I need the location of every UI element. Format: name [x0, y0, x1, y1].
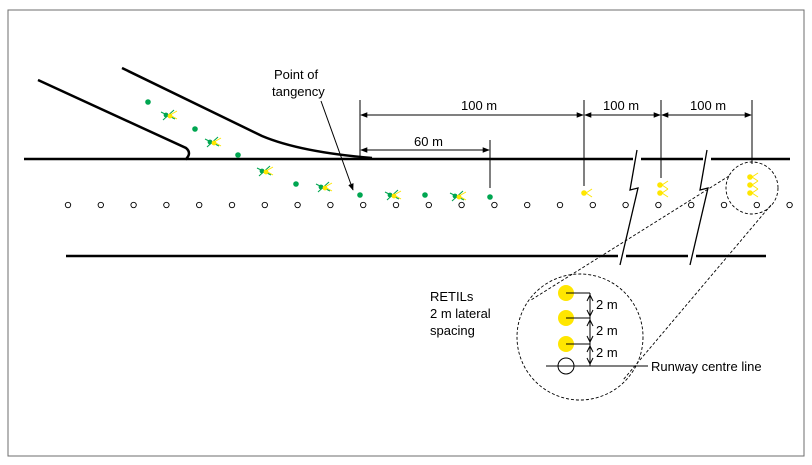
retil-light [657, 182, 663, 188]
centre-line-light [688, 201, 695, 209]
centre-line-light [622, 201, 629, 209]
centre-line-light [589, 201, 596, 209]
centre-line-light [392, 201, 400, 209]
detail-callout-large [516, 273, 644, 401]
green-light [422, 192, 428, 198]
retil-light [657, 190, 663, 196]
centre-line-light [64, 201, 72, 209]
lead-off-light [256, 165, 274, 177]
retil-detail [546, 285, 648, 375]
dim-label-100-a: 100 m [461, 98, 497, 113]
centre-line-light [196, 201, 203, 209]
runway-centre-line-label: Runway centre line [651, 359, 762, 374]
frame-border [7, 9, 805, 457]
centre-line-light [360, 201, 367, 209]
lead-off-yellow [263, 169, 269, 175]
green-light [145, 99, 151, 105]
centre-line-light [720, 201, 728, 209]
retil-light [747, 174, 753, 180]
lead-off-light [384, 189, 402, 201]
dim-label-100-b: 100 m [603, 98, 639, 113]
spacing-arrowheads [586, 293, 594, 366]
detail-tangent-upper [530, 175, 730, 301]
centre-line-light [655, 201, 662, 209]
green-light [487, 194, 493, 200]
taxiway-centre-lights [145, 99, 493, 200]
centre-line-lights [64, 201, 793, 209]
lead-off-yellow [391, 193, 397, 199]
lead-off-green [387, 192, 393, 198]
centre-line-light [327, 201, 334, 209]
centre-line-light [228, 201, 236, 209]
retil-group-1 [581, 188, 593, 198]
centre-line-light [97, 201, 104, 209]
green-light [235, 152, 241, 158]
lead-off-light [449, 190, 467, 202]
break-symbol-2 [689, 149, 709, 266]
tangency-label-line1: Point of [274, 67, 318, 82]
retil-beam [585, 188, 593, 198]
lead-off-yellow [211, 140, 217, 146]
retil-light [747, 190, 753, 196]
spacing-label-bottom: 2 m [596, 345, 618, 360]
dim-label-100-c: 100 m [690, 98, 726, 113]
centre-line-light [458, 201, 465, 209]
lead-off-yellow [167, 113, 173, 119]
spacing-label-top: 2 m [596, 297, 618, 312]
centre-line-light [425, 201, 432, 209]
taxiway-edge-right [121, 66, 373, 160]
lead-off-yellow [322, 185, 328, 191]
retil-group-2 [657, 180, 669, 198]
retil-light [581, 190, 587, 196]
centre-line-light [786, 201, 793, 209]
retil-beam [751, 172, 759, 198]
break-symbol-1 [619, 149, 639, 266]
dim-label-60: 60 m [414, 134, 443, 149]
green-light [293, 181, 299, 187]
lead-off-green [259, 168, 265, 174]
centre-line-light [524, 201, 531, 209]
green-light [192, 126, 198, 132]
lead-off-green [163, 112, 169, 118]
lead-off-light [160, 109, 178, 121]
centre-line-light [261, 201, 268, 209]
lead-off-green [318, 184, 324, 190]
centre-line-light [491, 201, 498, 209]
centre-line-light [753, 201, 760, 209]
retil-beam [661, 180, 669, 198]
centre-line-light [163, 201, 170, 209]
lead-off-green [452, 193, 458, 199]
tangency-label-line2: tangency [272, 84, 325, 99]
detail-tangent-lower [622, 204, 772, 381]
lead-off-light-symbols [160, 109, 467, 202]
retils-label-line2: 2 m lateral [430, 306, 491, 321]
retils-label-line3: spacing [430, 323, 475, 338]
spacing-label-mid: 2 m [596, 323, 618, 338]
lead-off-light [204, 136, 222, 148]
retil-light [747, 182, 753, 188]
retils-label-line1: RETILs [430, 289, 474, 304]
lead-off-light [315, 181, 333, 193]
centre-line-light [556, 201, 564, 209]
green-light [357, 192, 363, 198]
retil-group-3 [747, 172, 759, 198]
lead-off-green [207, 139, 213, 145]
lead-off-yellow [456, 194, 462, 200]
centre-line-light [130, 201, 137, 209]
centre-line-light [294, 201, 301, 209]
tangency-leader [320, 100, 354, 191]
